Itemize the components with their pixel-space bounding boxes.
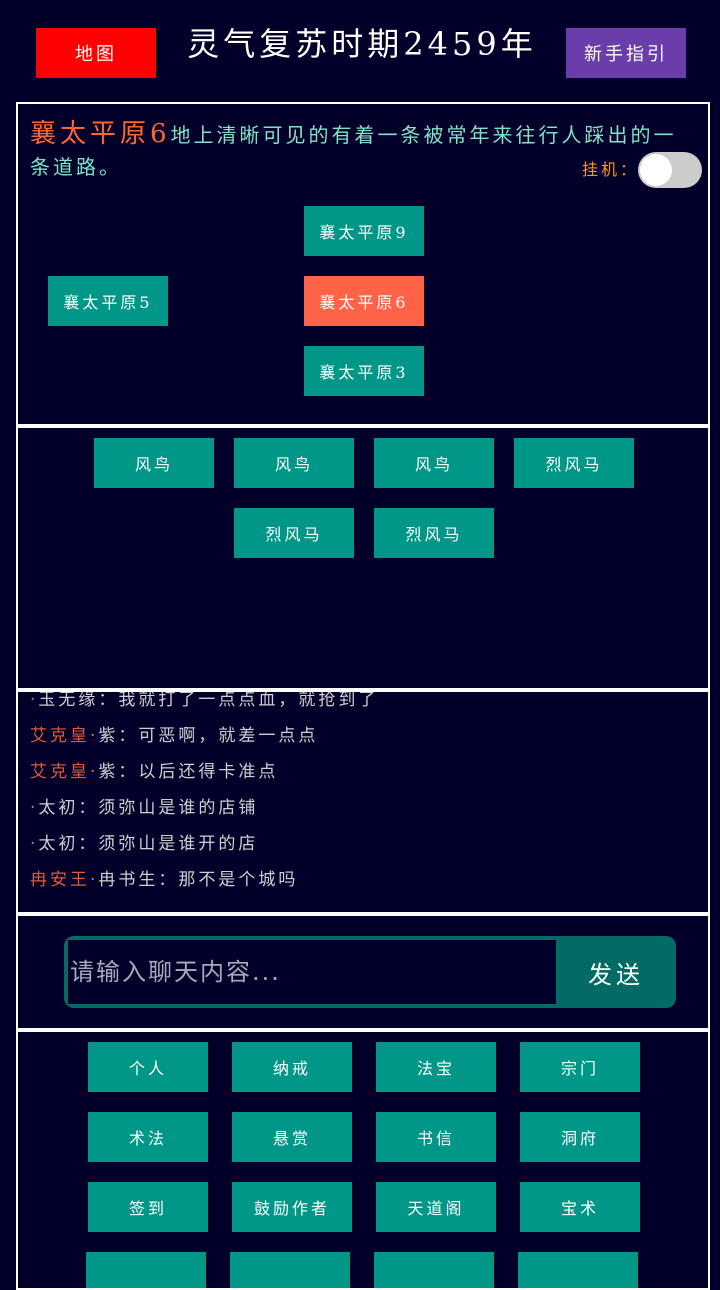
menu-bounty-button[interactable]: 悬赏 — [232, 1112, 352, 1162]
menu-personal-button[interactable]: 个人 — [88, 1042, 208, 1092]
exit-north-button[interactable]: 襄太平原9 — [304, 206, 424, 256]
chat-separator: · — [30, 690, 39, 710]
chat-input-box: 发送 — [64, 936, 676, 1008]
chat-separator: · — [30, 798, 39, 818]
chat-message: ·太初：须弥山是谁开的店 — [30, 826, 700, 862]
newbie-guide-button[interactable]: 新手指引 — [566, 28, 686, 78]
creature-button[interactable]: 烈风马 — [234, 508, 354, 558]
creature-panel: 风鸟 风鸟 风鸟 烈风马 烈风马 烈风马 — [16, 426, 710, 690]
menu-row4-button[interactable] — [374, 1252, 494, 1288]
creature-button[interactable]: 风鸟 — [234, 438, 354, 488]
chat-separator: · — [90, 762, 99, 782]
function-menu: 个人 纳戒 法宝 宗门 术法 悬赏 书信 洞府 签到 鼓励作者 天道阁 宝术 — [16, 1030, 710, 1290]
menu-support-author-button[interactable]: 鼓励作者 — [232, 1182, 352, 1232]
menu-checkin-button[interactable]: 签到 — [88, 1182, 208, 1232]
menu-cave-button[interactable]: 洞府 — [520, 1112, 640, 1162]
exit-west-button[interactable]: 襄太平原5 — [48, 276, 168, 326]
send-button[interactable]: 发送 — [588, 960, 644, 989]
chat-text: 冉书生：那不是个城吗 — [98, 870, 299, 890]
current-location-button[interactable]: 襄太平原6 — [304, 276, 424, 326]
location-panel: 襄太平原6地上清晰可见的有着一条被常年来往行人踩出的一条道路。 挂机： 襄太平原… — [16, 102, 710, 426]
chat-text: 紫：以后还得卡准点 — [98, 762, 279, 782]
toggle-knob — [640, 154, 672, 186]
creature-button[interactable]: 烈风马 — [374, 508, 494, 558]
idle-toggle[interactable] — [638, 152, 702, 188]
menu-sect-button[interactable]: 宗门 — [520, 1042, 640, 1092]
chat-nickname[interactable]: 冉安王 — [30, 870, 90, 890]
chat-separator: · — [90, 726, 99, 746]
idle-label: 挂机： — [582, 160, 640, 179]
creature-button[interactable]: 烈风马 — [514, 438, 634, 488]
chat-message: ·太初：须弥山是谁的店铺 — [30, 790, 700, 826]
menu-spells-button[interactable]: 术法 — [88, 1112, 208, 1162]
menu-letters-button[interactable]: 书信 — [376, 1112, 496, 1162]
chat-message — [30, 898, 700, 912]
chat-nickname[interactable]: 艾克皇 — [30, 762, 90, 782]
chat-separator: · — [90, 870, 99, 890]
creature-button[interactable]: 风鸟 — [94, 438, 214, 488]
location-description-block: 襄太平原6地上清晰可见的有着一条被常年来往行人踩出的一条道路。 — [30, 118, 690, 183]
chat-separator: · — [30, 834, 39, 854]
chat-nickname[interactable]: 艾克皇 — [30, 726, 90, 746]
map-button[interactable]: 地图 — [36, 28, 156, 78]
creature-button[interactable]: 风鸟 — [374, 438, 494, 488]
menu-tiandao-pavilion-button[interactable]: 天道阁 — [376, 1182, 496, 1232]
chat-message: ·玉无缘：我就打了一点点血，就抢到了 — [30, 690, 700, 718]
chat-text: 玉无缘：我就打了一点点血，就抢到了 — [38, 690, 379, 710]
menu-treasure-button[interactable]: 法宝 — [376, 1042, 496, 1092]
location-name: 襄太平原6 — [30, 119, 171, 149]
chat-message: 艾克皇·紫：可恶啊，就差一点点 — [30, 718, 700, 754]
chat-text: 太初：须弥山是谁开的店 — [38, 834, 259, 854]
location-description: 地上清晰可见的有着一条被常年来往行人踩出的一条道路。 — [30, 123, 677, 179]
menu-row4-button[interactable] — [86, 1252, 206, 1288]
chat-text: 太初：须弥山是谁的店铺 — [38, 798, 259, 818]
chat-input-panel: 发送 — [16, 914, 710, 1030]
menu-row4-button[interactable] — [230, 1252, 350, 1288]
menu-storage-ring-button[interactable]: 纳戒 — [232, 1042, 352, 1092]
chat-log[interactable]: ·玉无缘：我就打了一点点血，就抢到了 艾克皇·紫：可恶啊，就差一点点 艾克皇·紫… — [16, 690, 710, 914]
chat-message: 艾克皇·紫：以后还得卡准点 — [30, 754, 700, 790]
chat-message: 冉安王·冉书生：那不是个城吗 — [30, 862, 700, 898]
menu-baoshu-button[interactable]: 宝术 — [520, 1182, 640, 1232]
exit-south-button[interactable]: 襄太平原3 — [304, 346, 424, 396]
chat-text: 紫：可恶啊，就差一点点 — [98, 726, 319, 746]
page-title: 灵气复苏时期2459年 — [187, 25, 537, 63]
chat-input[interactable] — [68, 940, 556, 1004]
header-bar: 地图 灵气复苏时期2459年 新手指引 — [0, 0, 720, 102]
menu-row4-button[interactable] — [518, 1252, 638, 1288]
